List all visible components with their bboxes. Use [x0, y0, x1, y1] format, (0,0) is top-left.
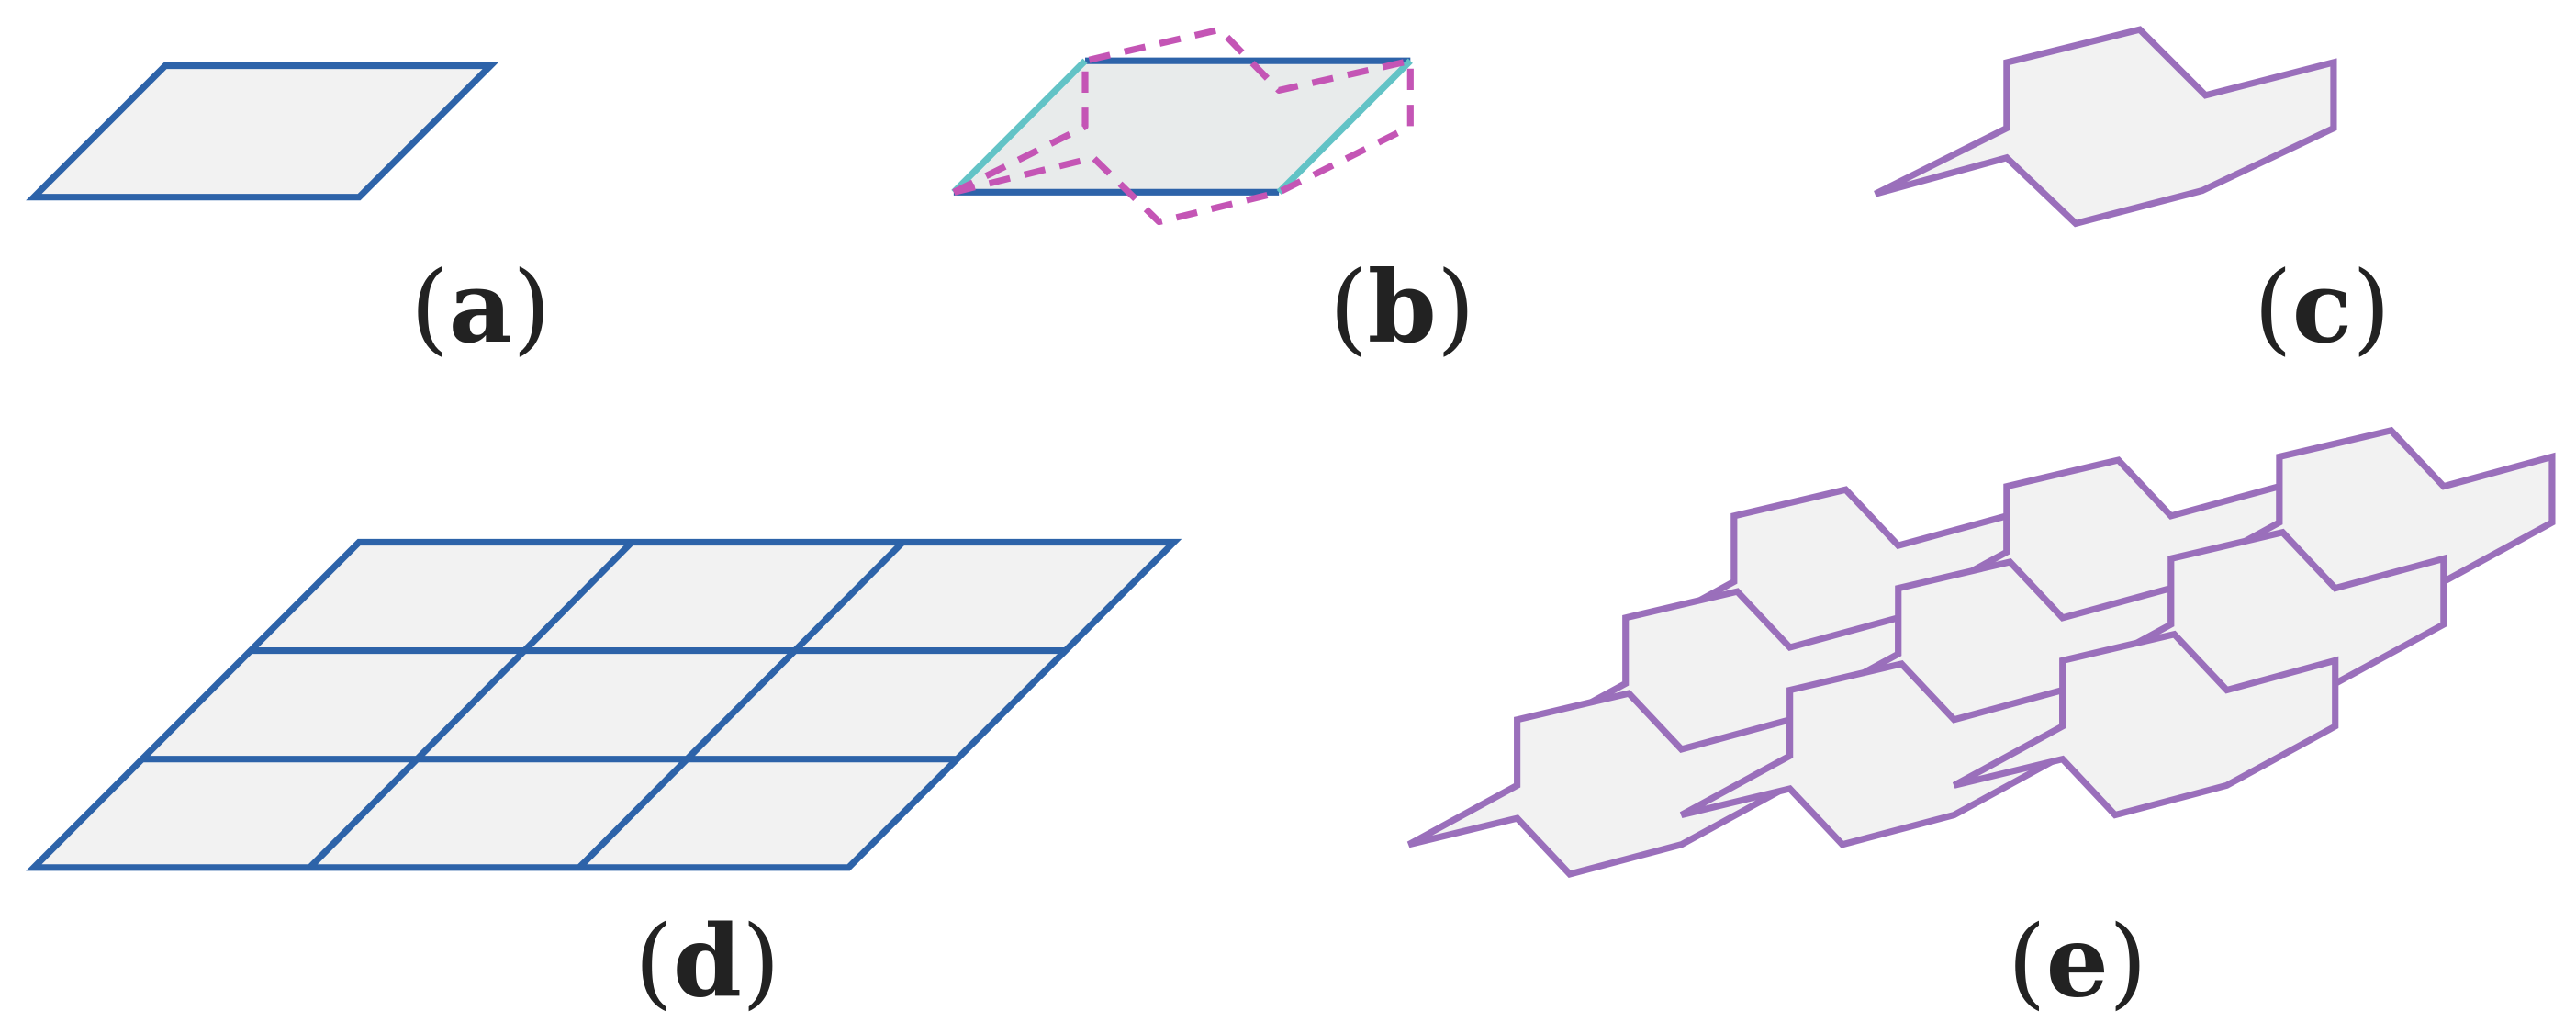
hexagon-tile-r0-c2	[1952, 630, 2339, 819]
parallelogram-left-edge	[951, 58, 1088, 195]
panel-d	[26, 538, 1182, 871]
dashed-hexagon-outline	[952, 26, 1414, 226]
svg-text:(e): (e)	[2008, 904, 2147, 1019]
caption-b-label: b	[1368, 250, 1437, 365]
svg-text:(d): (d)	[634, 904, 780, 1019]
tiling-grid-lines	[141, 539, 1066, 870]
parallelogram-right-edge	[1276, 58, 1413, 195]
caption-a: (a)	[410, 250, 551, 365]
caption-c-label: c	[2292, 250, 2352, 365]
grid-line-d1	[307, 539, 634, 870]
svg-text:(c): (c)	[2254, 250, 2391, 365]
parallelogram-tile	[26, 62, 498, 201]
panel-a	[26, 62, 498, 201]
svg-text:(a): (a)	[410, 250, 551, 365]
panel-c	[1874, 26, 2337, 228]
caption-d-label: d	[673, 904, 742, 1019]
caption-d: (d)	[634, 904, 780, 1019]
caption-e: (e)	[2008, 904, 2147, 1019]
svg-text:(b): (b)	[1329, 250, 1475, 365]
panel-e	[1406, 426, 2556, 878]
caption-c: (c)	[2254, 250, 2391, 365]
caption-a-label: a	[449, 250, 513, 365]
panel-b	[951, 26, 1414, 226]
parallelogram-tiling-region	[26, 538, 1182, 871]
grid-line-d2	[577, 539, 905, 870]
hexagon-tile	[1874, 26, 2337, 228]
caption-e-label: e	[2046, 904, 2109, 1019]
caption-b: (b)	[1329, 250, 1475, 365]
construction-fill	[953, 61, 1411, 193]
